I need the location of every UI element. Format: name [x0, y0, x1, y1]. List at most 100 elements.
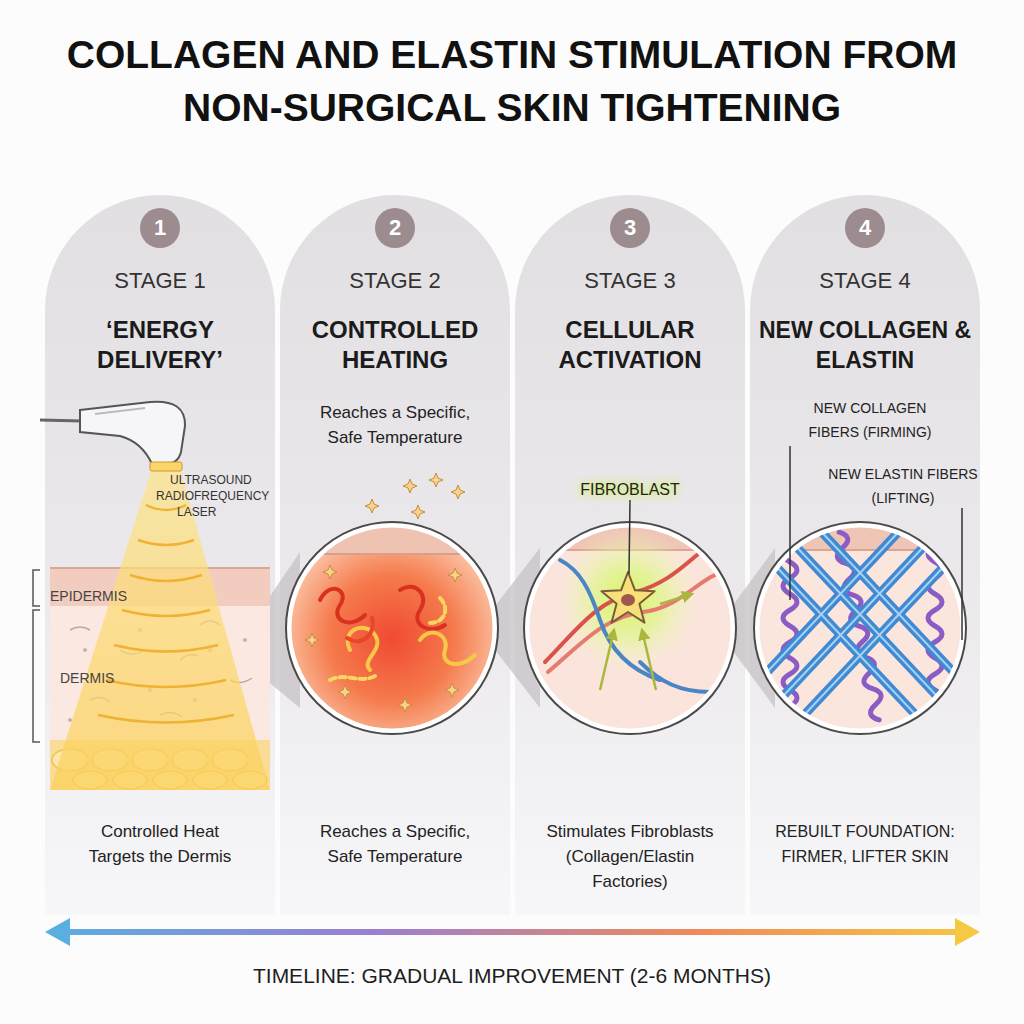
- energy-beam: [146, 505, 186, 510]
- skin-cross-section: [180, 655, 198, 660]
- fibroblast-magnifier: [545, 542, 715, 662]
- stage-number: 1: [140, 208, 180, 248]
- heat-sparkle: [365, 473, 465, 519]
- new-fiber-magnifier: [750, 518, 975, 730]
- skin-cross-section: [52, 749, 267, 789]
- skin-cross-section: [68, 718, 72, 722]
- badge-shape: [610, 208, 650, 248]
- new-fiber-magnifier: [750, 549, 970, 551]
- heating-magnifier: [430, 598, 445, 623]
- heating-magnifier: [347, 618, 373, 641]
- timeline-arrow: [62, 929, 962, 935]
- energy-beam: [98, 715, 234, 723]
- fibroblast-magnifier: [629, 500, 630, 574]
- stage-description: Stimulates Fibroblasts (Collagen/Elastin…: [530, 819, 730, 894]
- stage-label: STAGE 4: [758, 267, 972, 295]
- stage-panel: STAGE 3CELLULAR ACTIVATIONStimulates Fib…: [515, 195, 745, 915]
- fibroblast-magnifier: [545, 542, 728, 692]
- title-area: COLLAGEN AND ELASTIN STIMULATION FROM NO…: [32, 28, 992, 134]
- stage-number-badge: 2: [375, 208, 415, 248]
- skin-cross-section: [70, 627, 90, 630]
- skin-cross-section: [52, 749, 88, 771]
- stage-number-badge: 1: [140, 208, 180, 248]
- stage-number-badge: 3: [610, 208, 650, 248]
- panel-shape: [280, 195, 510, 915]
- magnifier-cone: [478, 548, 540, 708]
- new-fiber-magnifier: [783, 530, 797, 722]
- heat-sparkle: [451, 485, 465, 499]
- energy-beam: [122, 610, 210, 616]
- handheld-device: [80, 402, 185, 464]
- skin-cross-section: [138, 628, 142, 632]
- heating-magnifier: [330, 676, 375, 680]
- fibroblast-magnifier: [524, 522, 736, 734]
- layer-bracket: [33, 570, 40, 742]
- heat-sparkle: [429, 473, 443, 487]
- leader-line: [789, 446, 791, 600]
- handheld-device: [150, 462, 182, 471]
- fibroblast-magnifier: [660, 594, 692, 604]
- fibroblast-magnifier: [640, 662, 710, 692]
- skin-cross-section: [193, 771, 227, 789]
- badge-shape: [375, 208, 415, 248]
- skin-cross-section: [148, 688, 152, 692]
- stage-heading: ‘ENERGY DELIVERY’: [53, 315, 267, 375]
- skin-cross-section: [73, 771, 107, 789]
- new-fiber-magnifier: [757, 525, 963, 731]
- stage-number: 4: [845, 208, 885, 248]
- new-fiber-magnifier: [815, 525, 975, 695]
- heat-sparkle: [403, 479, 417, 493]
- fibroblast-magnifier: [601, 572, 654, 623]
- new-fiber-magnifier: [770, 560, 930, 730]
- energy-beam: [50, 468, 270, 790]
- new-fiber-magnifier: [790, 560, 950, 730]
- skin-cross-section: [50, 568, 270, 606]
- skin-cross-section: [230, 678, 252, 683]
- heating-magnifier: [400, 587, 445, 629]
- fibroblast-magnifier: [520, 500, 740, 734]
- fibroblast-magnifier: [520, 518, 740, 692]
- new-fiber-magnifier: [755, 525, 905, 685]
- new-fiber-magnifier: [750, 518, 975, 734]
- new-fiber-magnifier: [783, 530, 942, 722]
- skin-cross-section: [212, 749, 248, 771]
- stage-number: 3: [610, 208, 650, 248]
- heating-magnifier: [420, 633, 475, 664]
- skin-cross-section: [208, 648, 212, 652]
- heating-magnifier: [305, 633, 319, 647]
- fibroblast-magnifier: [621, 594, 635, 606]
- timeline-label: TIMELINE: GRADUAL IMPROVEMENT (2-6 MONTH…: [0, 958, 1024, 994]
- skin-cross-section: [92, 749, 128, 771]
- stage-heading: CONTROLLED HEATING: [288, 315, 502, 375]
- new-fiber-magnifier: [755, 525, 975, 730]
- new-fiber-magnifier: [770, 560, 930, 730]
- stage-heading: NEW COLLAGEN & ELASTIN: [758, 315, 972, 375]
- panel-outline: [45, 195, 275, 915]
- skin-cross-section: [90, 697, 110, 702]
- skin-cross-section: [200, 621, 220, 625]
- fibroblast-magnifier: [556, 528, 700, 672]
- magnifier-cone: [232, 548, 775, 708]
- skin-cross-section: [108, 678, 112, 682]
- skin-cross-section: [172, 749, 208, 771]
- energy-beam: [106, 680, 226, 687]
- panel-shape: [515, 195, 745, 915]
- stage-label: STAGE 1: [53, 267, 267, 295]
- skin-cross-section: [160, 712, 182, 717]
- stage-heading: CELLULAR ACTIVATION: [523, 315, 737, 375]
- new-fiber-magnifier: [750, 518, 970, 550]
- new-fiber-magnifier: [790, 560, 950, 730]
- heating-magnifier: [448, 568, 462, 582]
- stage-description: REBUILT FOUNDATION: FIRMER, LIFTER SKIN: [756, 819, 974, 869]
- panel-shape: [750, 195, 980, 915]
- heating-magnifier: [320, 589, 365, 623]
- heating-magnifier: [285, 518, 505, 554]
- skin-cross-section: [132, 749, 168, 771]
- timeline-arrow: [45, 918, 70, 946]
- diagram-title: COLLAGEN AND ELASTIN STIMULATION FROM NO…: [32, 28, 992, 134]
- skin-cross-section: [233, 771, 267, 789]
- skin-cross-section: [113, 771, 147, 789]
- handheld-device: [40, 402, 185, 471]
- new-fiber-magnifier: [815, 525, 975, 695]
